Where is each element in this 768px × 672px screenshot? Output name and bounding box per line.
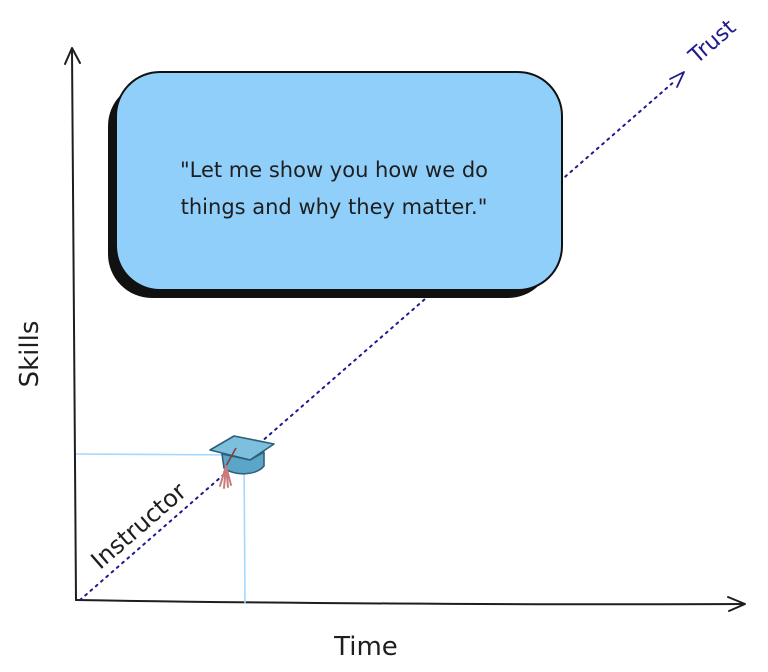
x-axis-arrowhead xyxy=(727,596,746,612)
trust-label: Trust xyxy=(684,15,742,70)
quote-line-1: "Let me show you how we do xyxy=(180,158,488,182)
callout-box xyxy=(115,71,563,291)
quote-callout: "Let me show you how we do things and wh… xyxy=(108,71,563,298)
trend-arrowhead xyxy=(669,71,685,88)
graduation-cap-icon xyxy=(209,435,275,489)
x-axis xyxy=(75,596,746,612)
y-axis xyxy=(64,47,81,601)
trust-trend-line xyxy=(79,71,685,601)
quote-line-2: things and why they matter." xyxy=(181,195,488,219)
instructor-label: Instructor xyxy=(86,477,192,575)
y-axis-arrowhead xyxy=(64,47,81,65)
y-axis-label: Skills xyxy=(15,321,45,388)
x-axis-label: Time xyxy=(333,632,398,662)
milestone-guide-lines xyxy=(75,453,246,605)
